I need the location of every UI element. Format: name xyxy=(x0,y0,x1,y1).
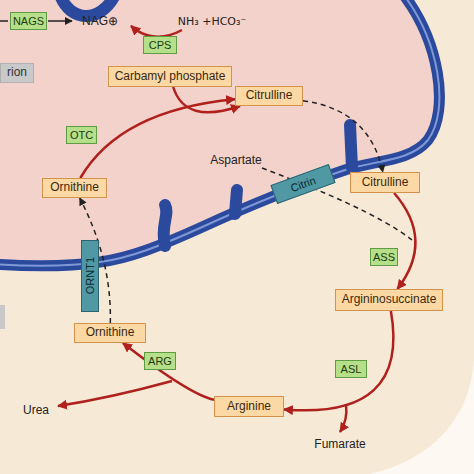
leader-line xyxy=(0,20,8,22)
metabolite-label: NAG⊕ xyxy=(82,14,118,28)
node-text: NAGS xyxy=(13,15,44,27)
reaction-arrow xyxy=(394,193,415,289)
node-text: Arginine xyxy=(227,400,271,413)
reaction-arrow xyxy=(80,198,111,323)
metabolite-box: Carbamyl phosphate xyxy=(108,66,232,87)
cropped-box xyxy=(0,305,5,329)
crista xyxy=(235,190,237,214)
organelle-label: rion xyxy=(0,63,34,83)
node-text: ORNT1 xyxy=(84,257,96,294)
enzyme-box: ASS xyxy=(370,248,398,266)
node-text: Citrulline xyxy=(362,176,409,189)
mitochondrion-membrane xyxy=(0,0,439,266)
metabolite-label: Aspartate xyxy=(210,153,261,167)
enzyme-box: ARG xyxy=(144,352,176,370)
enzyme-box: OTC xyxy=(66,126,97,144)
crista xyxy=(164,205,167,246)
metabolite-box: Citrulline xyxy=(350,172,420,193)
metabolite-label: NH₃ +HCO₃⁻ xyxy=(178,15,246,28)
crista xyxy=(350,125,352,168)
node-text: Ornithine xyxy=(86,326,135,339)
metabolite-label: Fumarate xyxy=(314,437,365,451)
node-text: Argininosuccinate xyxy=(342,293,437,306)
node-text: ASL xyxy=(341,363,362,375)
metabolite-box: Citrulline xyxy=(235,86,303,106)
node-text: Citrulline xyxy=(246,89,293,102)
metabolite-box: Arginine xyxy=(214,396,284,417)
enzyme-box: NAGS xyxy=(10,12,47,30)
metabolite-box: Ornithine xyxy=(42,178,107,198)
reaction-arrow xyxy=(123,343,214,400)
metabolite-label: Urea xyxy=(23,403,49,417)
node-text: ASS xyxy=(373,251,395,263)
activation-arrow xyxy=(48,20,72,22)
node-text: Citrin xyxy=(289,174,317,194)
node-text: OTC xyxy=(70,129,93,141)
reaction-arrow xyxy=(340,404,346,432)
reaction-arrow xyxy=(303,101,383,172)
node-text: rion xyxy=(7,66,27,79)
membrane-highlight xyxy=(0,0,439,266)
metabolite-box: Argininosuccinate xyxy=(335,289,443,311)
node-text: CPS xyxy=(149,39,172,51)
crista xyxy=(60,0,115,16)
enzyme-box: ASL xyxy=(335,360,367,378)
node-text: ARG xyxy=(148,355,172,367)
reaction-arrow xyxy=(58,381,172,406)
enzyme-box: CPS xyxy=(143,36,177,54)
node-text: Ornithine xyxy=(50,181,99,194)
reaction-arrow xyxy=(284,311,393,410)
metabolite-box: Ornithine xyxy=(74,323,146,343)
transporter-box: ORNT1 xyxy=(81,240,99,312)
node-text: Carbamyl phosphate xyxy=(115,70,226,83)
